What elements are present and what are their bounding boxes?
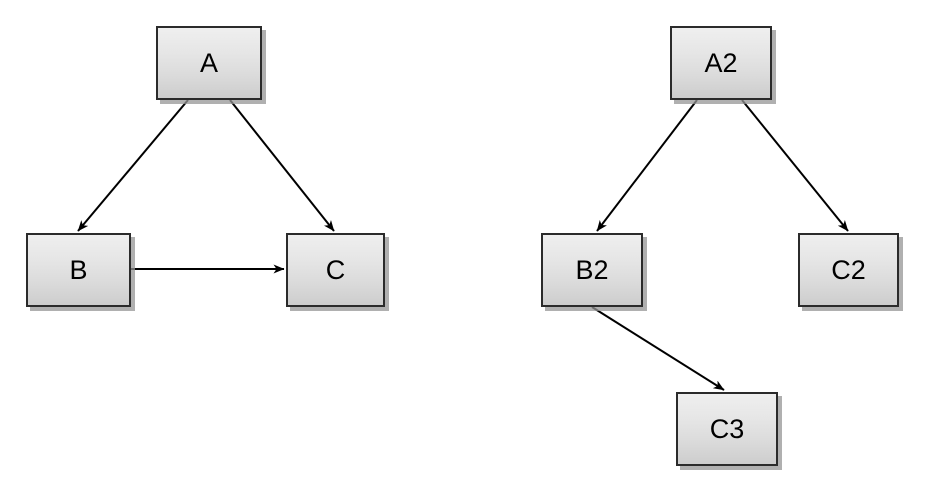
node-label-b: B bbox=[69, 254, 88, 285]
edge-b2-to-c3[interactable] bbox=[591, 306, 725, 391]
node-c2[interactable]: C2 bbox=[798, 233, 899, 307]
edges-group bbox=[77, 99, 849, 391]
node-label-c3: C3 bbox=[709, 413, 745, 444]
node-label-a2: A2 bbox=[704, 47, 738, 78]
edge-a2-to-b2[interactable] bbox=[596, 99, 698, 232]
node-label-b2: B2 bbox=[575, 254, 609, 285]
node-label-c: C bbox=[325, 254, 346, 285]
edge-a2-to-c2[interactable] bbox=[741, 99, 849, 232]
node-b[interactable]: B bbox=[26, 233, 131, 307]
node-a[interactable]: A bbox=[156, 26, 262, 100]
node-a2[interactable]: A2 bbox=[670, 26, 772, 100]
node-c[interactable]: C bbox=[286, 233, 385, 307]
node-b2[interactable]: B2 bbox=[541, 233, 643, 307]
edge-a-to-b[interactable] bbox=[77, 99, 189, 232]
node-label-c2: C2 bbox=[831, 254, 866, 285]
node-label-a: A bbox=[199, 47, 218, 78]
edge-a-to-c[interactable] bbox=[229, 99, 335, 232]
node-c3[interactable]: C3 bbox=[676, 392, 778, 466]
